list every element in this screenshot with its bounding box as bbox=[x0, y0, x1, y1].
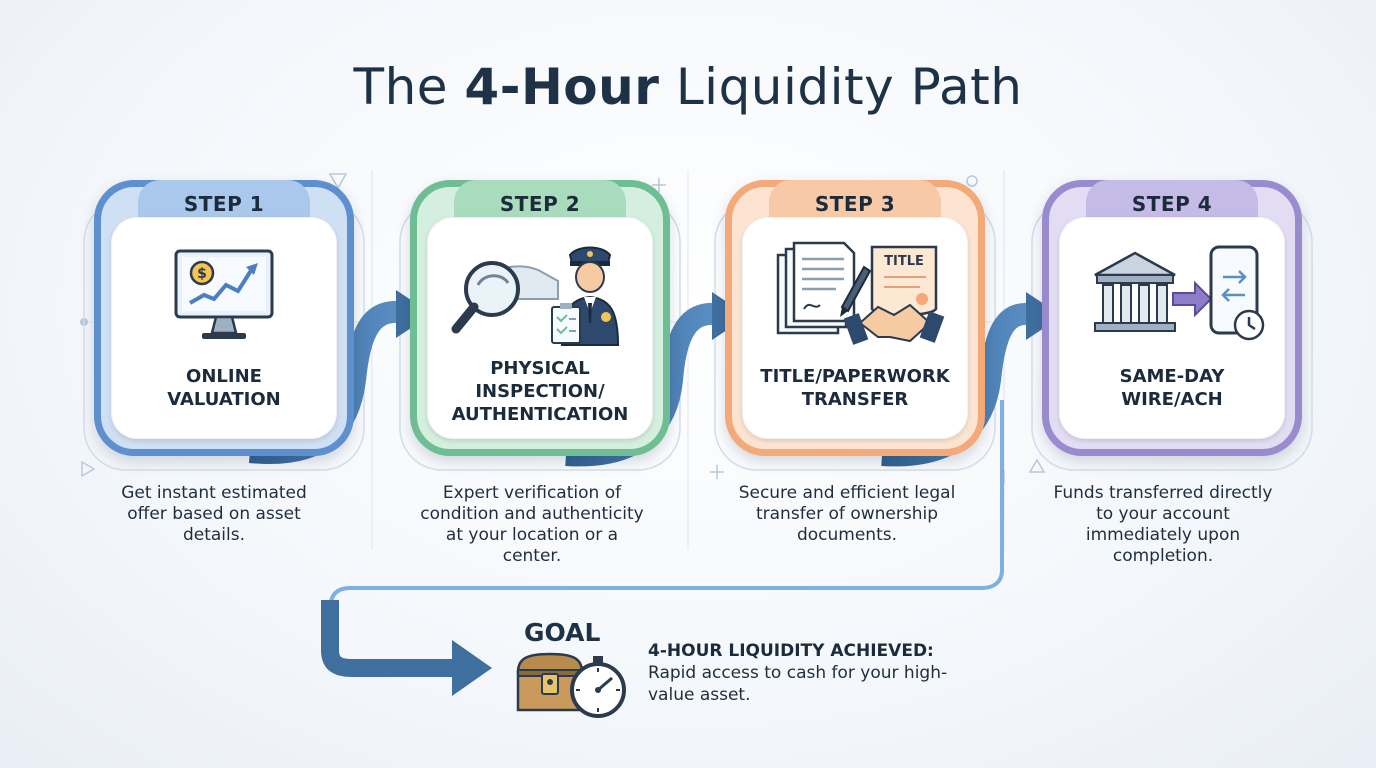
arrowhead-goal bbox=[452, 640, 492, 696]
step-card-3: STEP 3 TITLE bbox=[725, 180, 985, 456]
step-description-3: Secure and efficient legal transfer of o… bbox=[738, 483, 956, 545]
step-label: ONLINE VALUATION bbox=[167, 366, 281, 410]
svg-text:$: $ bbox=[197, 266, 207, 282]
step-card-inner: SAME-DAY WIRE/ACH bbox=[1059, 217, 1285, 439]
step-label: TITLE/PAPERWORK TRANSFER bbox=[760, 366, 950, 410]
step-card-inner: TITLE TITLE/PAPERWORK TRANSFER bbox=[742, 217, 968, 439]
step-card-2: STEP 2 PHYSICAL bbox=[410, 180, 670, 456]
title-doc-text: TITLE bbox=[884, 254, 924, 269]
documents-handshake-icon: TITLE bbox=[742, 237, 968, 357]
step-description-4: Funds transferred directly to your accou… bbox=[1053, 483, 1273, 566]
treasure-chest-stopwatch-icon bbox=[514, 650, 634, 724]
step-description-2: Expert verification of condition and aut… bbox=[420, 483, 644, 566]
computer-chart-icon: $ bbox=[111, 237, 337, 357]
magnifier-inspector-icon bbox=[427, 237, 653, 357]
step-card-inner: PHYSICAL INSPECTION/ AUTHENTICATION bbox=[427, 217, 653, 439]
step-label: PHYSICAL INSPECTION/ AUTHENTICATION bbox=[451, 358, 629, 425]
page-title: The 4-Hour Liquidity Path bbox=[353, 58, 1023, 116]
step-card-1: STEP 1 $ ONLINE VALUATION bbox=[94, 180, 354, 456]
step-label: SAME-DAY WIRE/ACH bbox=[1119, 366, 1225, 410]
goal-heading: 4-HOUR LIQUIDITY ACHIEVED: bbox=[648, 641, 934, 661]
step-card-inner: $ ONLINE VALUATION bbox=[111, 217, 337, 439]
goal-title: GOAL bbox=[524, 618, 601, 647]
goal-text: Rapid access to cash for your high-value… bbox=[648, 663, 948, 705]
step-description-1: Get instant estimated offer based on ass… bbox=[121, 483, 307, 545]
bank-phone-transfer-icon bbox=[1059, 237, 1285, 357]
step-card-4: STEP 4 SAME-DAY WIRE/ACH bbox=[1042, 180, 1302, 456]
